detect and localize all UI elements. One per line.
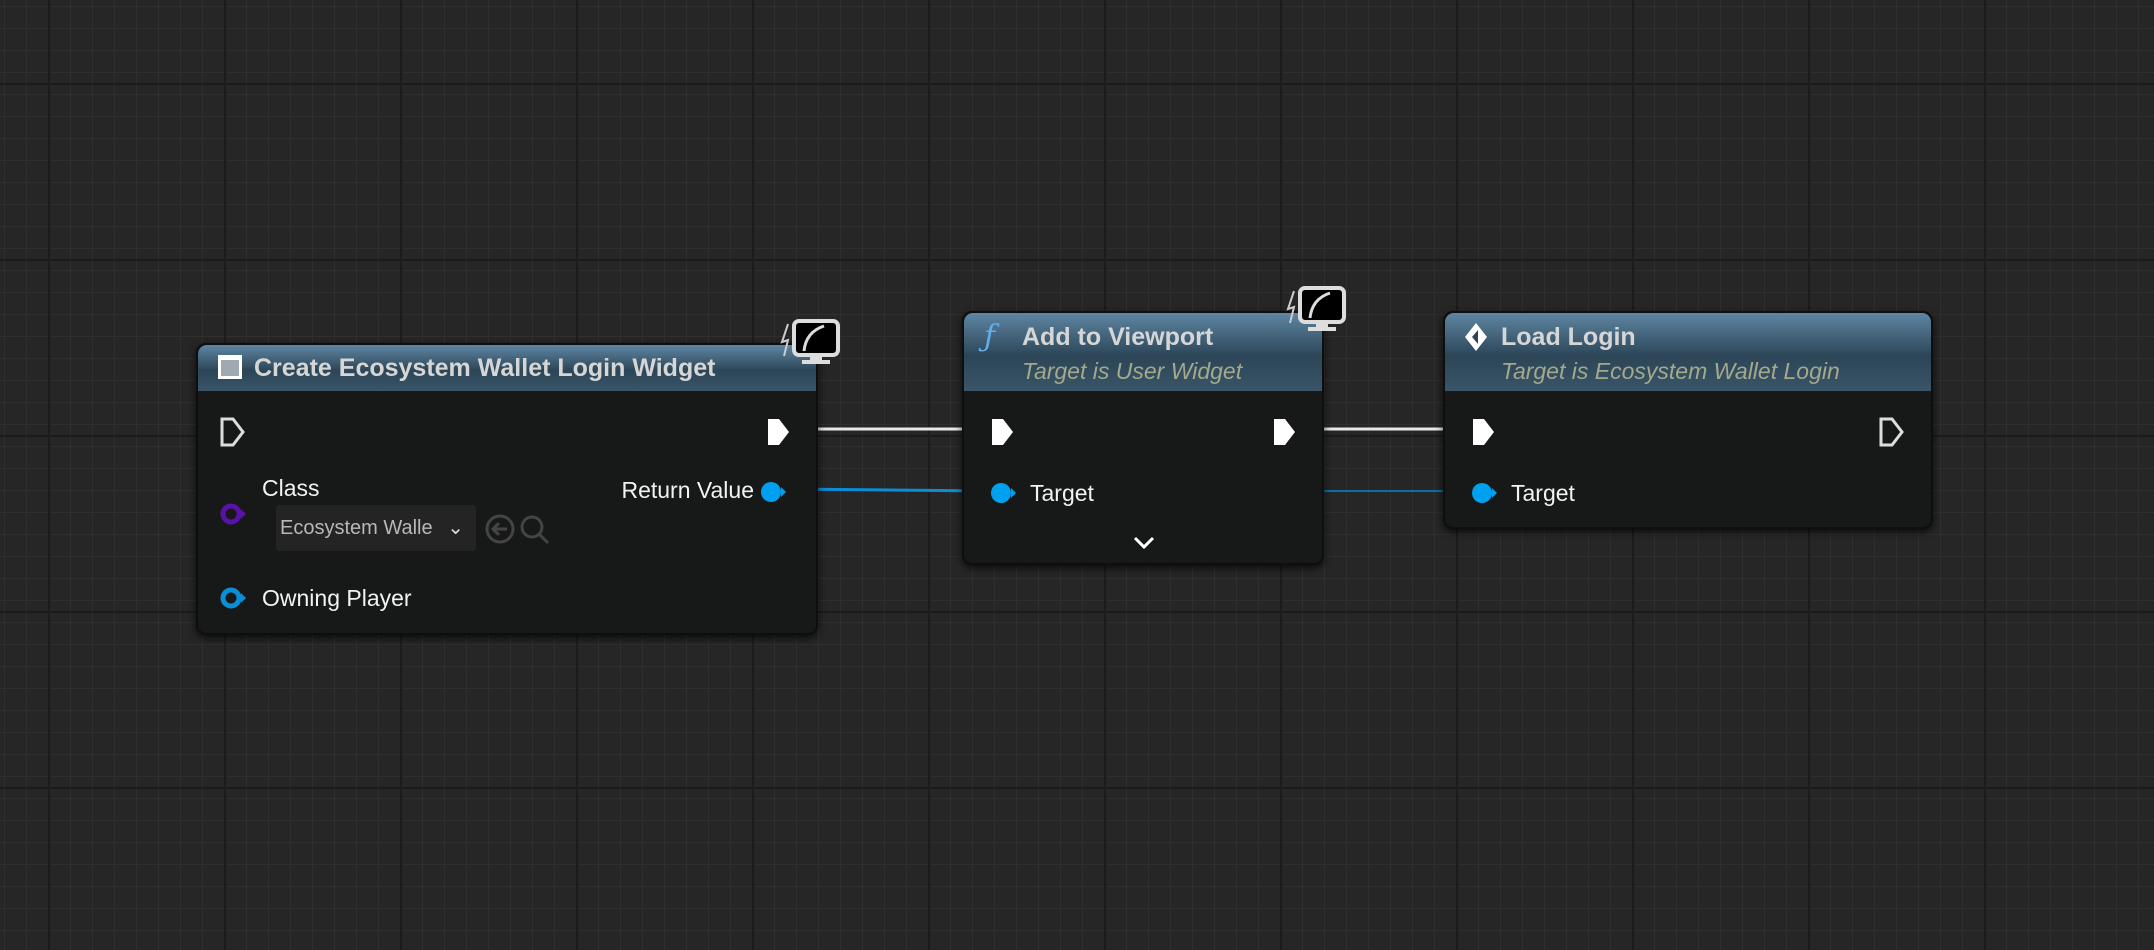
event-diamond-icon	[1465, 323, 1487, 351]
load-login-node[interactable]: Load Login Target is Ecosystem Wallet Lo…	[1443, 311, 1933, 529]
exec-in-pin[interactable]	[990, 417, 1016, 447]
target-pin[interactable]	[990, 480, 1018, 506]
create-widget-node[interactable]: Create Ecosystem Wallet Login Widget Cla…	[196, 343, 818, 635]
node-header[interactable]: ƒ Add to Viewport Target is User Widget	[964, 313, 1322, 391]
owning-player-label: Owning Player	[262, 585, 412, 611]
class-value: Ecosystem Walle	[280, 517, 433, 539]
exec-out-pin[interactable]	[766, 417, 792, 447]
node-header[interactable]: Create Ecosystem Wallet Login Widget	[198, 345, 816, 391]
client-only-monitor-icon	[1286, 286, 1346, 331]
node-subtitle: Target is Ecosystem Wallet Login	[1501, 358, 1840, 384]
add-to-viewport-node[interactable]: ƒ Add to Viewport Target is User Widget …	[962, 311, 1324, 565]
use-selected-icon[interactable]	[484, 513, 516, 545]
node-title: Create Ecosystem Wallet Login Widget	[254, 354, 716, 382]
return-value-pin[interactable]	[760, 479, 788, 505]
client-only-monitor-icon	[780, 319, 840, 364]
target-label: Target	[1030, 480, 1094, 506]
node-subtitle: Target is User Widget	[1022, 358, 1243, 384]
node-title: Load Login	[1501, 323, 1636, 351]
chevron-down-icon: ⌄	[447, 517, 464, 539]
exec-in-pin[interactable]	[220, 417, 246, 447]
node-header[interactable]: Load Login Target is Ecosystem Wallet Lo…	[1445, 313, 1931, 391]
object-wire-1	[789, 487, 991, 493]
return-value-label: Return Value	[621, 477, 754, 503]
widget-icon	[218, 355, 242, 379]
target-label: Target	[1511, 480, 1575, 506]
exec-in-pin[interactable]	[1471, 417, 1497, 447]
class-label: Class	[262, 475, 320, 501]
class-pin[interactable]	[220, 501, 248, 527]
browse-search-icon[interactable]	[518, 513, 552, 547]
class-dropdown[interactable]: Ecosystem Walle ⌄	[276, 505, 476, 551]
owning-player-pin[interactable]	[220, 585, 248, 611]
function-icon: ƒ	[984, 319, 996, 354]
target-pin[interactable]	[1471, 480, 1499, 506]
exec-out-pin[interactable]	[1272, 417, 1298, 447]
expand-chevron-icon[interactable]	[1132, 535, 1156, 551]
node-title: Add to Viewport	[1022, 323, 1214, 351]
exec-out-pin[interactable]	[1879, 417, 1905, 447]
